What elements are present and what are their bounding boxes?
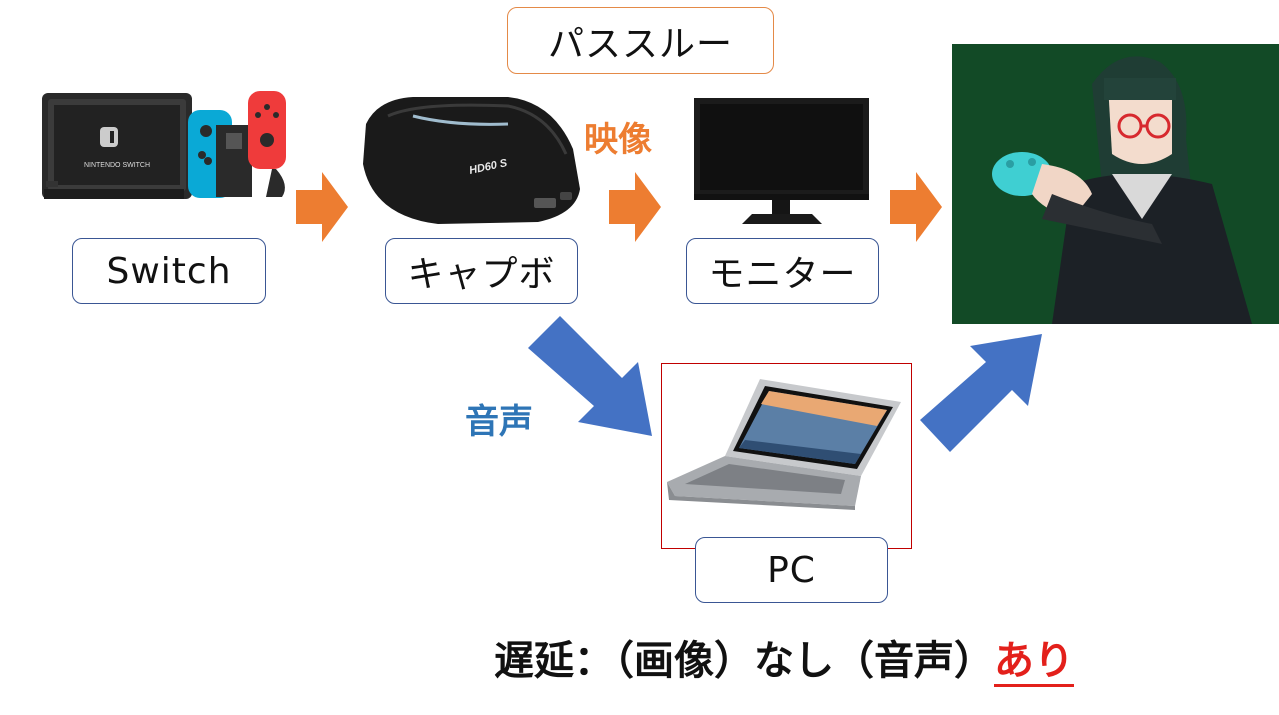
latency-audio-highlight: あり [994,638,1074,687]
passthrough-label: パススルー [507,7,774,74]
arrow-switch-to-capture [296,172,348,242]
switch-label: Switch [72,238,266,304]
switch-logo-text: NINTENDO SWITCH [84,162,150,169]
arrow-capture-to-monitor [609,172,661,242]
vtuber-character-image [952,44,1279,324]
capture-board-image: HD60 S [363,97,580,224]
switch-console-image: NINTENDO SWITCH [42,91,286,199]
pc-label-text: PC [767,549,816,591]
arrow-capture-to-pc [528,316,652,436]
monitor-label: モニター [686,238,879,304]
passthrough-text: パススルー [547,23,733,65]
arrow-pc-to-screen [920,334,1042,452]
monitor-label-text: モニター [708,254,857,295]
arrow-monitor-to-screen [890,172,942,242]
latency-summary: 遅延：（画像）なし（音声）あり [494,628,1074,687]
switch-label-text: Switch [106,250,232,292]
laptop-image [667,379,901,510]
audio-caption: 音声 [465,402,533,442]
latency-summary-text: 遅延：（画像）なし（音声） [494,638,994,684]
capture-board-label: キャプボ [385,238,578,304]
monitor-image [694,98,869,224]
pc-label: PC [695,537,888,603]
capture-board-label-text: キャプボ [407,254,556,295]
video-caption: 映像 [584,120,652,160]
